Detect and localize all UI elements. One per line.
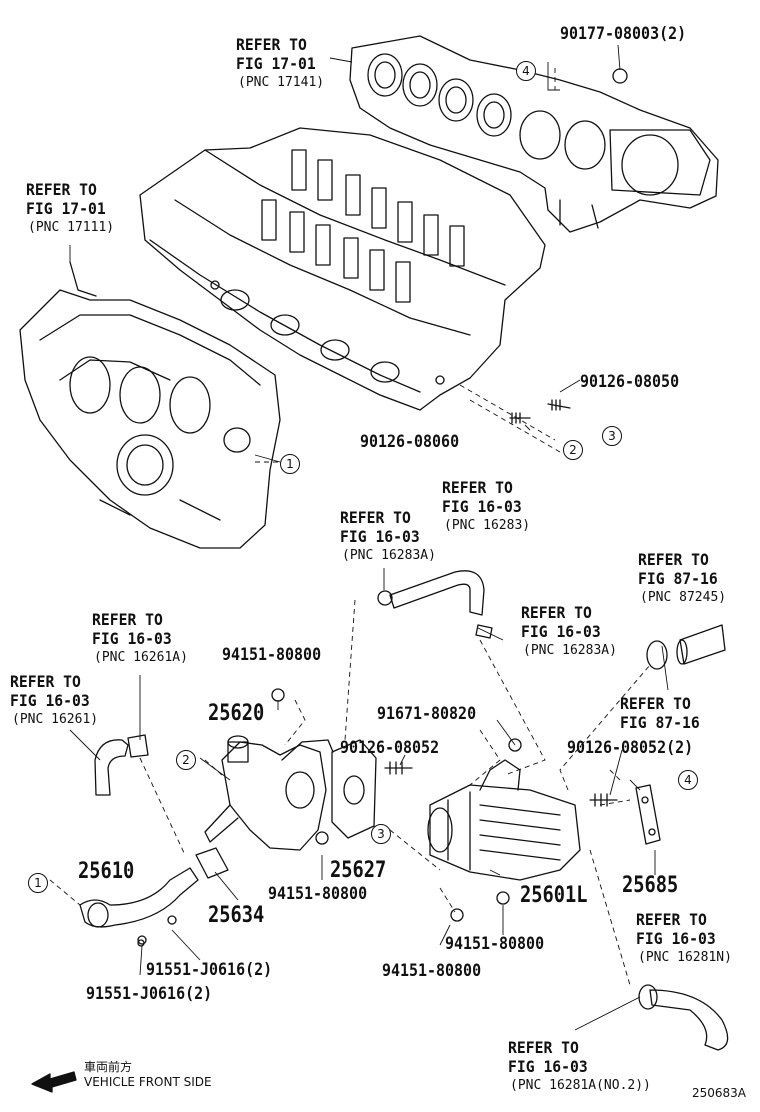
fig-reference[interactable]: FIG 16-03	[636, 929, 716, 948]
callout-3: 3	[602, 426, 622, 446]
part-number[interactable]: 90126-08050	[580, 372, 680, 392]
fig-reference[interactable]: FIG 16-03	[10, 691, 90, 710]
egr-cooler-illustration	[427, 759, 581, 881]
refer-to-label: REFER TO	[92, 610, 163, 629]
refer-to-label: REFER TO	[620, 694, 691, 713]
main-part-number[interactable]: 25634	[208, 903, 265, 928]
main-part-number[interactable]: 25620	[208, 701, 265, 726]
fig-reference[interactable]: FIG 16-03	[442, 497, 522, 516]
main-part-number[interactable]: 25685	[622, 873, 679, 898]
callout-2: 2	[176, 750, 196, 770]
fig-reference[interactable]: FIG 16-03	[340, 527, 420, 546]
exhaust-manifold-illustration	[349, 35, 719, 233]
refer-to-label: REFER TO	[521, 603, 592, 622]
pnc-reference: (PNC 16261)	[12, 712, 99, 727]
pnc-reference: (PNC 16281A(NO.2))	[510, 1078, 651, 1093]
part-number[interactable]: 91551-J0616(2)	[146, 960, 273, 980]
refer-to-label: REFER TO	[442, 478, 513, 497]
refer-to-label: REFER TO	[340, 508, 411, 527]
bottom-hose-illustration	[638, 984, 729, 1051]
fig-reference[interactable]: FIG 16-03	[508, 1057, 588, 1076]
fig-reference[interactable]: FIG 16-03	[92, 629, 172, 648]
pnc-reference: (PNC 16281N)	[638, 950, 732, 965]
fasteners-illustration	[137, 68, 628, 947]
refer-to-label: REFER TO	[508, 1038, 579, 1057]
part-number[interactable]: 90126-08052	[340, 738, 440, 758]
diagram-id: 250683A	[692, 1086, 747, 1100]
refer-to-label: REFER TO	[236, 35, 307, 54]
left-hose-illustration	[94, 734, 149, 796]
pnc-reference: (PNC 17111)	[28, 220, 115, 235]
main-part-number[interactable]: 25601L	[520, 883, 588, 908]
coolant-hose-illustration	[646, 624, 726, 670]
intake-manifold-illustration	[19, 261, 281, 549]
fig-reference[interactable]: FIG 17-01	[26, 199, 106, 218]
front-direction-jp: 車両前方	[84, 1060, 133, 1074]
refer-to-label: REFER TO	[26, 180, 97, 199]
part-number[interactable]: 94151-80800	[445, 934, 545, 954]
pnc-reference: (PNC 87245)	[640, 590, 727, 605]
main-part-number[interactable]: 25610	[78, 859, 135, 884]
callout-1: 1	[28, 873, 48, 893]
callout-4: 4	[678, 770, 698, 790]
pnc-reference: (PNC 17141)	[238, 75, 325, 90]
callout-2: 2	[563, 440, 583, 460]
cylinder-head-illustration	[139, 127, 546, 411]
pnc-reference: (PNC 16261A)	[94, 650, 188, 665]
fig-reference[interactable]: FIG 17-01	[236, 54, 316, 73]
part-number[interactable]: 91671-80820	[377, 704, 477, 724]
callout-1: 1	[280, 454, 300, 474]
gasket-25685-illustration	[635, 784, 661, 845]
front-direction-label: VEHICLE FRONT SIDE	[84, 1075, 212, 1089]
part-number[interactable]: 91551-J0616(2)	[86, 984, 213, 1004]
callout-4: 4	[516, 61, 536, 81]
front-arrow-icon	[31, 1071, 77, 1093]
refer-to-label: REFER TO	[638, 550, 709, 569]
fig-reference[interactable]: FIG 87-16	[620, 713, 700, 732]
fig-reference[interactable]: FIG 16-03	[521, 622, 601, 641]
refer-to-label: REFER TO	[636, 910, 707, 929]
part-number[interactable]: 94151-80800	[222, 645, 322, 665]
fig-reference[interactable]: FIG 87-16	[638, 569, 718, 588]
pnc-reference: (PNC 16283A)	[342, 548, 436, 563]
part-number[interactable]: 94151-80800	[382, 961, 482, 981]
egr-valve-illustration	[204, 735, 334, 851]
part-number[interactable]: 90126-08052(2)	[567, 738, 694, 758]
main-part-number[interactable]: 25627	[330, 858, 387, 883]
egr-pipe-illustration	[79, 867, 199, 945]
part-number[interactable]: 90126-08060	[360, 432, 460, 452]
refer-to-label: REFER TO	[10, 672, 81, 691]
pnc-reference: (PNC 16283A)	[523, 643, 617, 658]
bracket-25634-illustration	[195, 847, 229, 879]
callout-3: 3	[371, 824, 391, 844]
part-number[interactable]: 90177-08003(2)	[560, 24, 687, 44]
water-hose-illustration	[377, 570, 493, 639]
part-number[interactable]: 94151-80800	[268, 884, 368, 904]
pnc-reference: (PNC 16283)	[444, 518, 531, 533]
